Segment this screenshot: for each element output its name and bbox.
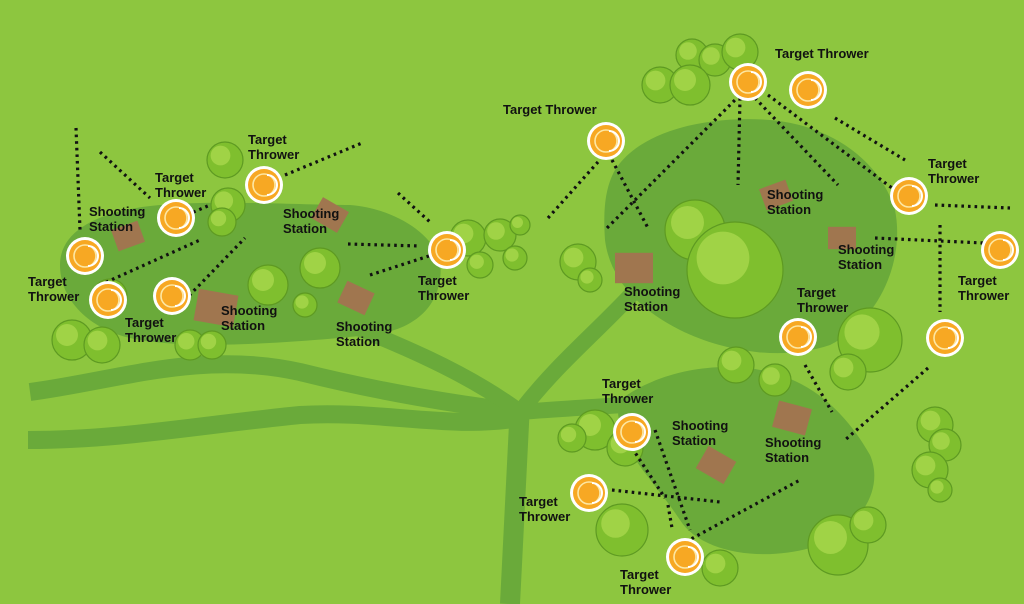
firing-line xyxy=(767,93,909,202)
target-thrower-icon xyxy=(245,166,283,204)
shooting-station-icon xyxy=(337,280,375,316)
tree-icon xyxy=(758,363,792,397)
tree-icon xyxy=(247,264,289,306)
target-thrower-label: Target Thrower xyxy=(503,102,597,117)
shooting-station-icon xyxy=(111,220,145,252)
target-throwers xyxy=(66,63,1019,576)
firing-line xyxy=(369,253,433,277)
firing-line xyxy=(874,236,1006,246)
target-thrower-icon xyxy=(66,237,104,275)
shooting-station-icon xyxy=(615,252,653,284)
tree-icon xyxy=(686,221,784,319)
trees xyxy=(51,33,962,587)
firing-line xyxy=(653,429,692,531)
firing-lines xyxy=(74,93,1011,547)
target-thrower-icon xyxy=(587,122,625,160)
firing-line xyxy=(284,141,363,177)
tree-icon xyxy=(197,330,227,360)
firing-line xyxy=(98,150,152,200)
target-thrower-icon xyxy=(570,474,608,512)
target-thrower-icon xyxy=(153,277,191,315)
tree-icon xyxy=(829,353,867,391)
tree-icon xyxy=(51,319,93,361)
firing-line xyxy=(347,242,421,248)
tree-icon xyxy=(577,267,603,293)
shooting-station-icon xyxy=(193,288,239,328)
tree-icon xyxy=(502,245,528,271)
tree-icon xyxy=(206,141,244,179)
target-thrower-icon xyxy=(779,318,817,356)
target-thrower-icon xyxy=(666,538,704,576)
firing-line xyxy=(611,488,721,504)
target-thrower-icon xyxy=(926,319,964,357)
tree-icon xyxy=(595,503,649,557)
tree-icon xyxy=(721,33,759,71)
target-thrower-icon xyxy=(729,63,767,101)
tree-icon xyxy=(207,207,237,237)
firing-line xyxy=(834,116,906,162)
target-thrower-icon xyxy=(89,281,127,319)
tree-icon xyxy=(299,247,341,289)
target-thrower-icon xyxy=(890,177,928,215)
tree-icon xyxy=(669,64,711,106)
target-thrower-icon xyxy=(428,231,466,269)
target-thrower-icon xyxy=(981,231,1019,269)
shooting-station-icon xyxy=(772,400,812,436)
tree-icon xyxy=(641,66,679,104)
shooting-station-icon xyxy=(759,179,793,211)
left-clearing xyxy=(60,202,441,345)
firing-line xyxy=(396,191,432,224)
firing-line xyxy=(803,364,834,413)
shooting-stations xyxy=(111,179,856,485)
target-thrower-icon xyxy=(789,71,827,109)
tree-icon xyxy=(717,346,755,384)
shooting-station-icon xyxy=(311,197,349,233)
tree-icon xyxy=(849,506,887,544)
tree-icon xyxy=(509,214,531,236)
firing-line xyxy=(736,97,742,186)
tree-icon xyxy=(83,326,121,364)
tree-icon xyxy=(466,251,494,279)
firing-line xyxy=(753,96,840,187)
firing-line xyxy=(99,238,201,287)
tree-icon xyxy=(927,477,953,503)
shooting-station-icon xyxy=(695,445,737,485)
target-thrower-icon xyxy=(157,199,195,237)
tree-icon xyxy=(701,549,739,587)
target-thrower-label: Target Thrower xyxy=(775,46,869,61)
tree-icon xyxy=(557,423,587,453)
firing-line xyxy=(679,478,801,547)
firing-line xyxy=(843,366,930,442)
tree-icon xyxy=(483,218,517,252)
shooting-station-icon xyxy=(828,226,856,250)
target-thrower-icon xyxy=(613,413,651,451)
tree-icon xyxy=(292,292,318,318)
